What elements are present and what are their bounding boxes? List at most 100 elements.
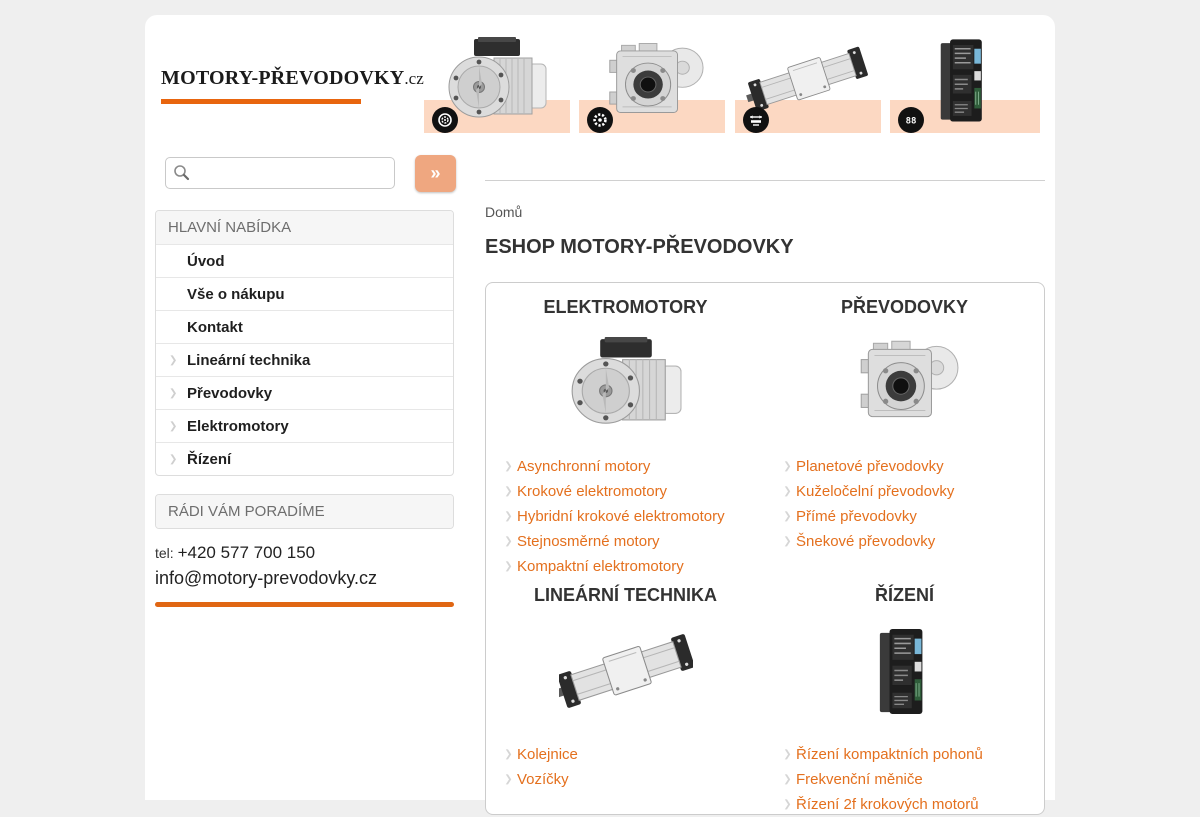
motor-product-image <box>571 337 682 424</box>
sidebar-item[interactable]: ❯ Elektromotory <box>156 409 453 442</box>
sidebar-item-label: Řízení <box>187 450 232 468</box>
svg-text:88: 88 <box>906 117 917 127</box>
header-tile-elektromotory[interactable] <box>424 30 570 133</box>
category-image-linear[interactable] <box>486 610 765 732</box>
chevron-right-icon: ❯ <box>783 749 792 760</box>
sidebar-item-label: Lineární technika <box>187 351 311 369</box>
category-link-row: ❯ Kompaktní elektromotory <box>500 554 765 579</box>
chevron-right-icon: ❯ <box>504 511 513 522</box>
page-title: ESHOP MOTORY-PŘEVODOVKY <box>485 236 794 258</box>
chevron-right-icon: ❯ <box>504 486 513 497</box>
category-link-list: ❯ Kolejnice ❯ Vozíčky <box>500 742 765 792</box>
category-link[interactable]: Přímé převodovky <box>796 508 917 525</box>
category-link-list: ❯ Planetové převodovky ❯ Kuželočelní převod… <box>779 454 1044 554</box>
sidebar-item-label: Kontakt <box>187 318 243 336</box>
contact-phone-label: tel: <box>155 545 178 561</box>
sidebar-item-label: Elektromotory <box>187 417 289 435</box>
category-prevodovky: PŘEVODOVKY ❯ Planetové převodovky ❯ Kuželoč… <box>765 283 1044 571</box>
contact-phone: tel: +420 577 700 150 <box>155 543 315 563</box>
linear-product-image <box>558 631 693 713</box>
sidebar-item[interactable]: Vše o nákupu <box>156 277 453 310</box>
chevron-right-icon: ❯ <box>504 774 513 785</box>
chevron-right-icon: ❯ <box>783 799 792 810</box>
category-link-row: ❯ Planetové převodovky <box>779 454 1044 479</box>
chevron-right-icon: ❯ <box>504 561 513 572</box>
category-link[interactable]: Stejnosměrné motory <box>517 533 660 550</box>
driver-product-image <box>939 38 983 123</box>
linear-product-image <box>744 44 870 115</box>
chevron-right-icon: ❯ <box>783 486 792 497</box>
content-divider <box>485 180 1045 181</box>
category-link[interactable]: Planetové převodovky <box>796 458 944 475</box>
category-link[interactable]: Kompaktní elektromotory <box>517 558 684 575</box>
sidebar-item[interactable]: ❯ Převodovky <box>156 376 453 409</box>
category-link[interactable]: Kolejnice <box>517 746 578 763</box>
contact-panel: RÁDI VÁM PORADÍME <box>155 494 454 529</box>
sidebar-item[interactable]: ❯ Lineární technika <box>156 343 453 376</box>
category-link-row: ❯ Krokové elektromotory <box>500 479 765 504</box>
gear-icon <box>587 107 613 133</box>
chevron-right-icon: ❯ <box>169 387 178 399</box>
motor-product-image <box>448 37 547 118</box>
category-link[interactable]: Kuželočelní převodovky <box>796 483 955 500</box>
category-link[interactable]: Řízení 2f krokových motorů <box>796 796 979 813</box>
header-tile-prevodovky[interactable] <box>579 30 725 133</box>
category-link-row: ❯ Vozíčky <box>500 767 765 792</box>
sidebar-item-label: Převodovky <box>187 384 273 402</box>
search-input[interactable] <box>165 157 395 189</box>
category-link-row: ❯Frekvenční měniče <box>779 767 1044 792</box>
category-link-row: ❯ Hybridní krokové elektromotory <box>500 504 765 529</box>
sidebar-item[interactable]: Úvod <box>156 244 453 277</box>
logo-underline <box>161 99 361 104</box>
category-image-driver[interactable] <box>765 610 1044 732</box>
chevron-right-icon: ❯ <box>169 354 178 366</box>
category-image-motor[interactable] <box>486 322 765 444</box>
header-tile-rizeni[interactable]: 88 <box>890 30 1040 133</box>
chevron-right-icon: ❯ <box>504 461 513 472</box>
category-link[interactable]: Řízení kompaktních pohonů <box>796 746 983 763</box>
chevron-right-icon: ❯ <box>783 461 792 472</box>
sidebar-item-label: Vše o nákupu <box>187 285 285 303</box>
breadcrumb[interactable]: Domů <box>485 204 523 220</box>
chevron-right-icon: ❯ <box>783 511 792 522</box>
chevron-right-icon: ❯ <box>504 749 513 760</box>
chevron-right-icon: ❯ <box>783 536 792 547</box>
category-title: ŘÍZENÍ <box>874 585 934 605</box>
category-image-gearbox[interactable] <box>765 322 1044 444</box>
motor-icon <box>432 107 458 133</box>
chevron-right-icon: ❯ <box>169 420 178 432</box>
category-link[interactable]: Krokové elektromotory <box>517 483 668 500</box>
category-rizeni: ŘÍZENÍ ❯Řízení kompaktních pohonů❯Frekve… <box>765 571 1044 817</box>
contact-accent-bar <box>155 602 454 607</box>
site-logo-tld: .cz <box>404 69 424 88</box>
category-link-row: ❯ Řízení kompaktních pohonů <box>779 742 1044 767</box>
category-title: PŘEVODOVKY <box>840 297 969 317</box>
chevron-right-icon: ❯ <box>169 453 178 465</box>
linear-slide-icon <box>743 107 769 133</box>
category-link[interactable]: Hybridní krokové elektromotory <box>517 508 725 525</box>
category-title: LINEÁRNÍ TECHNIKA <box>534 585 717 605</box>
category-link[interactable]: Frekvenční měniče <box>796 771 923 788</box>
main-menu-title: HLAVNÍ NABÍDKA <box>156 211 453 244</box>
chevron-right-icon: ❯ <box>504 536 513 547</box>
site-logo-main: MOTORY-PŘEVODOVKY <box>161 67 405 89</box>
category-link[interactable]: Vozíčky <box>517 771 569 788</box>
contact-phone-number: +420 577 700 150 <box>177 543 316 562</box>
sidebar-item[interactable]: Kontakt <box>156 310 453 343</box>
category-link-row: ❯ Šnekové převodovky <box>779 529 1044 554</box>
header-tile-linearni-technika[interactable] <box>735 30 881 133</box>
category-link-row: ❯ Řízení 2f krokových motorů <box>779 792 1044 817</box>
search-icon <box>174 165 190 181</box>
category-link-row: ❯ Přímé převodovky <box>779 504 1044 529</box>
category-link-row: ❯ Kuželočelní převodovky <box>779 479 1044 504</box>
category-link[interactable]: Šnekové převodovky <box>796 533 936 550</box>
category-link[interactable]: Asynchronní motory <box>517 458 651 475</box>
category-title: ELEKTROMOTORY <box>543 297 708 317</box>
site-logo[interactable]: MOTORY-PŘEVODOVKY.cz <box>161 67 424 90</box>
category-elektromotory: ELEKTROMOTORY ❯ Asynchronní motory ❯ Krokov… <box>486 283 765 575</box>
page-card: MOTORY-PŘEVODOVKY.cz 88 » <box>145 15 1055 815</box>
search-submit-button[interactable]: » <box>415 155 456 192</box>
sidebar-item[interactable]: ❯ Řízení <box>156 442 453 475</box>
contact-email[interactable]: info@motory-prevodovky.cz <box>155 568 378 588</box>
